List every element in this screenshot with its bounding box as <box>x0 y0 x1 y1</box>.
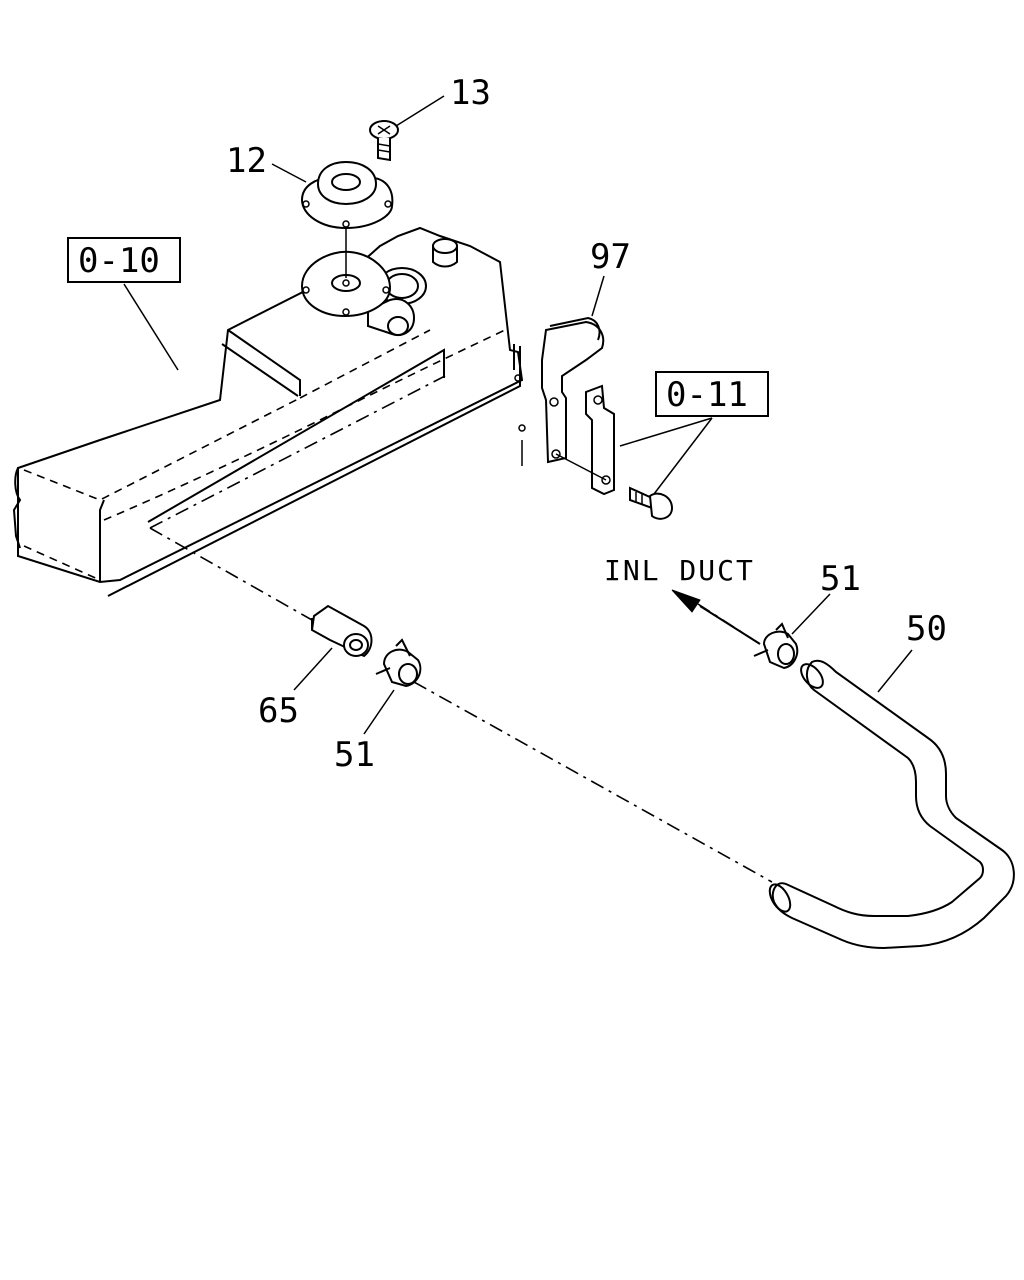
label-part-13: 13 <box>450 73 491 113</box>
label-part-51-right: 51 <box>820 559 861 599</box>
leader-lines <box>123 95 913 735</box>
bolt-0-11 <box>629 486 674 520</box>
clip-part-51-right <box>753 622 799 670</box>
connector-part-65 <box>310 604 373 658</box>
screw-part-13 <box>369 120 399 162</box>
assembly-lines <box>149 527 773 883</box>
clip-part-51-left <box>375 638 422 688</box>
label-part-12: 12 <box>226 141 267 181</box>
ref-box-0-10 <box>67 237 181 283</box>
label-ref-0-10: 0-10 <box>78 241 160 281</box>
label-ref-0-11: 0-11 <box>666 375 748 415</box>
hose-part-50 <box>768 659 1015 950</box>
label-part-50: 50 <box>906 609 947 649</box>
bracket-part-97 <box>541 316 615 496</box>
ref-box-0-11 <box>655 371 769 417</box>
label-part-65: 65 <box>258 691 299 731</box>
label-part-51-left: 51 <box>334 735 375 775</box>
label-inl-duct: INL DUCT <box>604 554 755 587</box>
head-cover <box>12 226 526 597</box>
label-part-97: 97 <box>590 237 631 277</box>
arrow-head-icon <box>671 589 701 613</box>
pcv-valve-part-12 <box>300 160 394 278</box>
